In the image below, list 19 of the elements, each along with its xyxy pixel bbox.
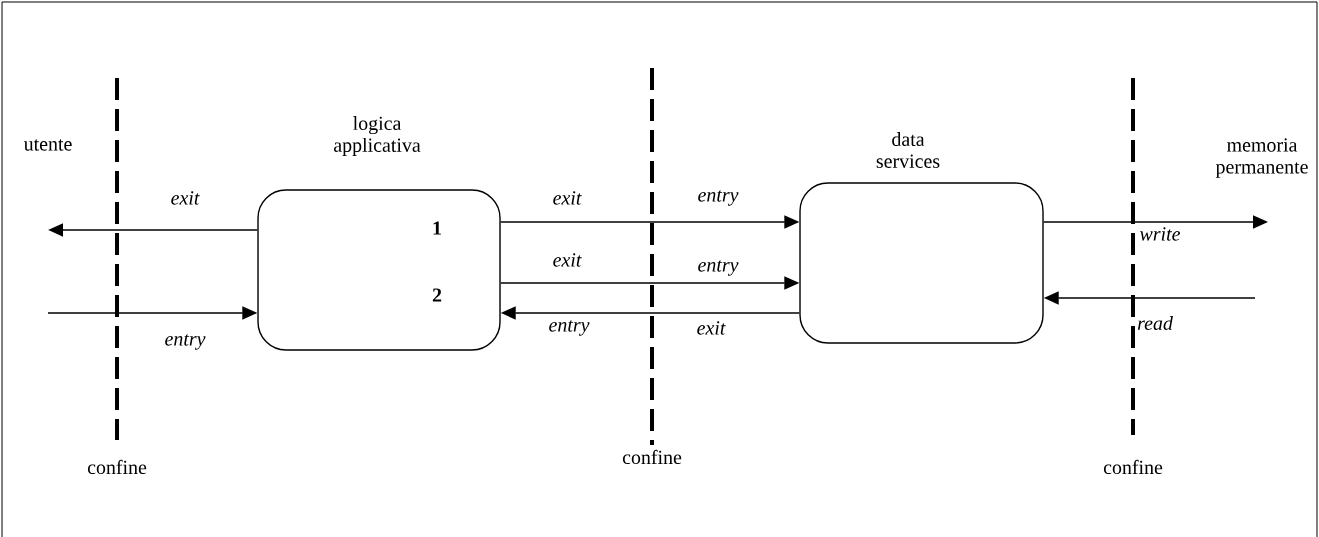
flow-word: entry	[698, 260, 739, 276]
box-heading: data services	[876, 132, 940, 168]
boundary-label: confine	[87, 459, 147, 475]
edge-label: entry	[165, 334, 206, 350]
boundary-label: confine	[622, 449, 682, 465]
port-number: 2	[432, 288, 442, 302]
box-heading: logica applicativa	[334, 116, 421, 156]
edge-label: exit	[171, 191, 200, 205]
edge-label: exit	[553, 191, 582, 205]
flow-word: entry	[549, 320, 590, 336]
edge-label: exit	[697, 321, 726, 335]
side-label: utente	[23, 139, 72, 151]
edge-label: read	[1137, 315, 1173, 330]
edge-label: exit	[553, 253, 582, 267]
port-number: 1	[433, 221, 441, 235]
edge-label: write	[1140, 227, 1181, 241]
side-label: memoria permanente	[1215, 138, 1308, 178]
flow-word: entry	[698, 190, 739, 206]
boundary-label: confine	[1103, 459, 1163, 475]
